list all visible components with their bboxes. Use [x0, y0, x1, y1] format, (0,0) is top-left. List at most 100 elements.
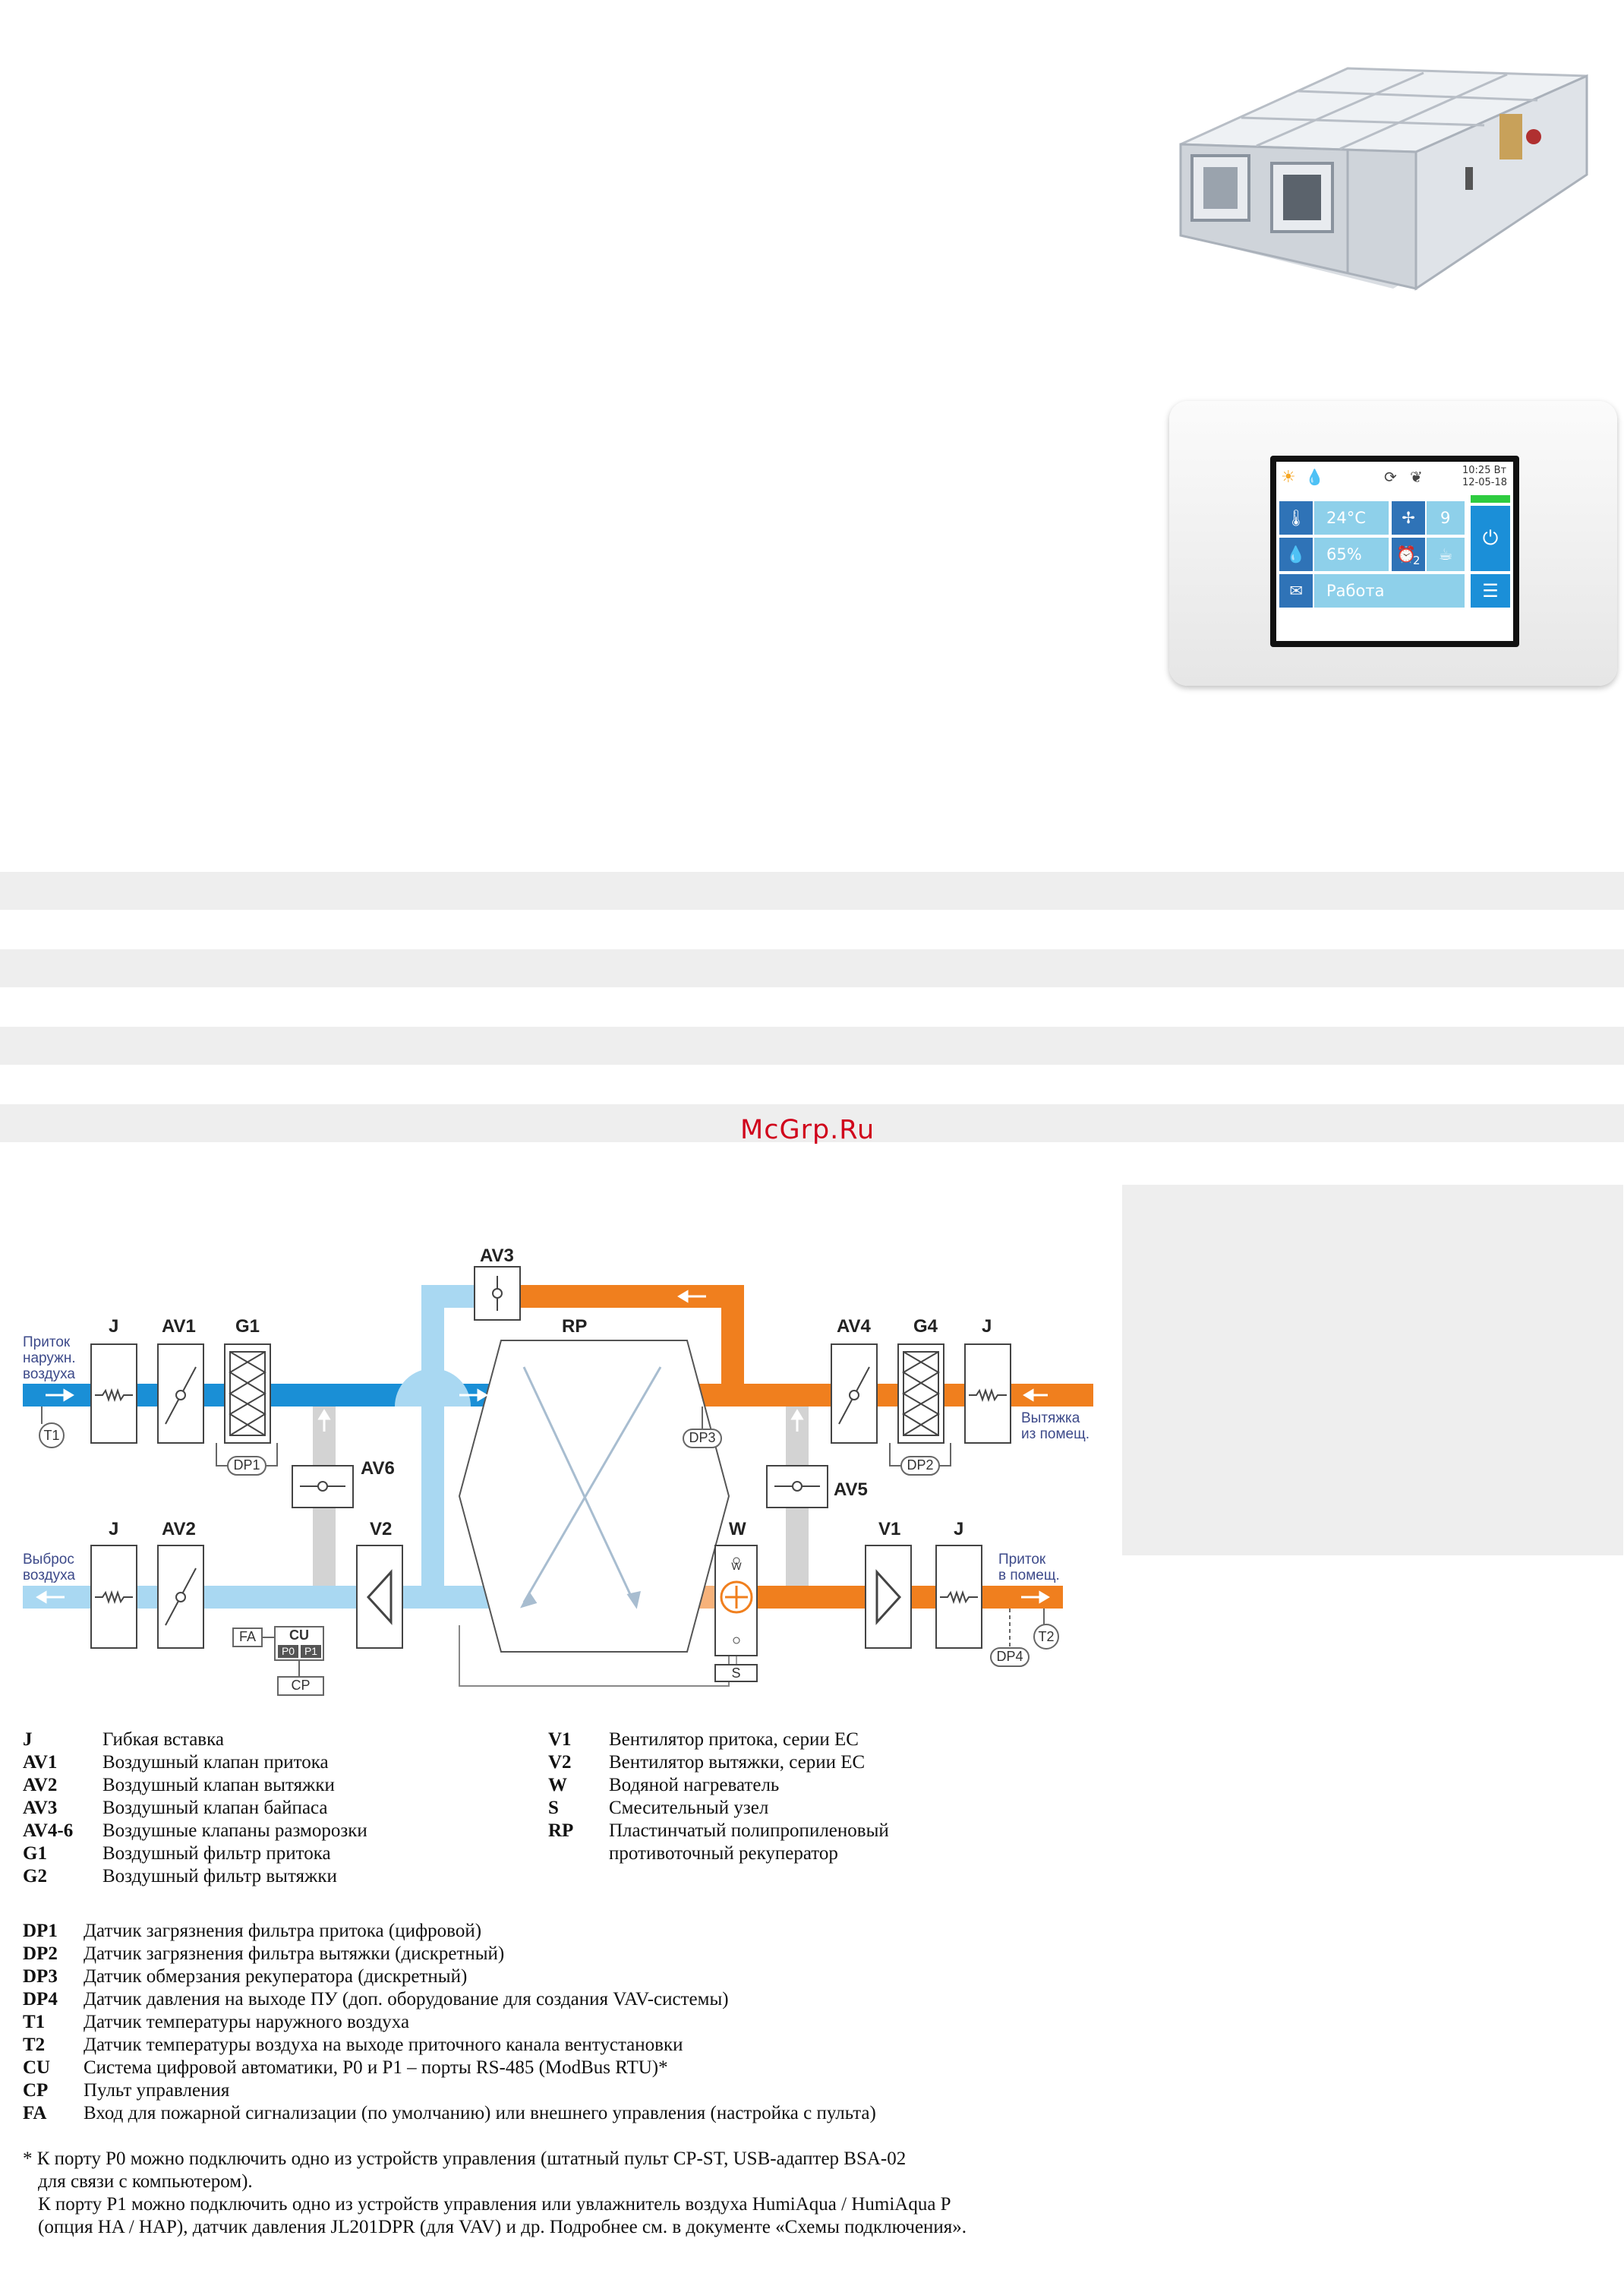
fan-speed-tile[interactable]: 9	[1427, 501, 1465, 535]
humidity-value: 65%	[1326, 545, 1362, 564]
tag-s: S	[731, 1665, 741, 1681]
mail-icon[interactable]: ✉	[1279, 574, 1313, 608]
temperature-icon[interactable]: 🌡	[1279, 501, 1313, 535]
sensor-dp2	[900, 1456, 940, 1476]
timer-index: 2	[1413, 554, 1421, 567]
footnote-line-2: для связи с компьютером).	[38, 2171, 253, 2192]
filter-g4	[897, 1343, 944, 1444]
fan-speed-value: 9	[1440, 509, 1451, 527]
footnote: * К порту P0 можно подключить одно из ус…	[23, 2148, 967, 2239]
flex-insert-j2	[964, 1343, 1011, 1444]
footnote-line-3: К порту P1 можно подключить одно из устр…	[38, 2194, 951, 2215]
tag-cu: CU	[289, 1628, 309, 1643]
ventilation-unit-image	[1179, 67, 1588, 291]
flow-discharge: Выброс воздуха	[23, 1552, 75, 1583]
tag-w-small: W	[731, 1560, 742, 1572]
sun-icon: ☀	[1281, 468, 1296, 487]
label-av2: AV2	[162, 1519, 196, 1539]
tag-p1: P1	[304, 1645, 318, 1657]
label-j-bottom-right: J	[954, 1519, 964, 1539]
label-av6: AV6	[361, 1458, 395, 1479]
clock-time: 10:25 Вт	[1462, 465, 1507, 476]
bypass-blue-vertical	[421, 1285, 444, 1609]
leaf-icon: ❦	[1410, 468, 1423, 486]
control-panel: ☀ 💧 ⟳ ❦ 10:25 Вт 12-05-18 🌡 24°C ✢ 9 ⏻ 💧…	[1169, 401, 1617, 686]
mixing-unit-s	[714, 1664, 758, 1682]
power-indicator	[1471, 495, 1510, 503]
stripe-band-3	[0, 1027, 1624, 1065]
stripe-band-4	[0, 1104, 1624, 1142]
flow-intake: Приток наружн. воздуха	[23, 1334, 76, 1382]
filter-g1	[224, 1343, 271, 1444]
ventilation-schematic	[23, 1266, 1093, 1696]
tag-fa: FA	[238, 1629, 256, 1644]
label-v1: V1	[878, 1519, 901, 1539]
humidity-icon: 💧	[1305, 468, 1324, 486]
tag-t1: T1	[43, 1428, 60, 1443]
side-panel	[1122, 1185, 1623, 1555]
flex-insert-j1	[90, 1343, 137, 1444]
menu-button[interactable]: ☰	[1471, 574, 1510, 608]
status-text: Работа	[1326, 582, 1385, 600]
label-v2: V2	[370, 1519, 393, 1539]
sensor-dp3	[683, 1429, 722, 1448]
label-av5: AV5	[834, 1479, 868, 1500]
fan-icon[interactable]: ✢	[1392, 501, 1425, 535]
temperature-tile[interactable]: 24°C	[1314, 501, 1389, 535]
tag-cp: CP	[291, 1678, 311, 1693]
sensor-t1	[39, 1422, 65, 1448]
stripe-band-1	[0, 872, 1624, 910]
humidity-tile-icon[interactable]: 💧	[1279, 538, 1313, 571]
tag-dp1: DP1	[233, 1457, 260, 1473]
label-j-bottom-left: J	[109, 1519, 119, 1539]
humidity-tile[interactable]: 65%	[1314, 538, 1389, 571]
label-av3: AV3	[480, 1246, 514, 1266]
alarm-clock-icon[interactable]: ⏰ 2	[1392, 538, 1425, 571]
bypass-orange-vertical	[721, 1285, 744, 1407]
tag-dp4: DP4	[996, 1649, 1023, 1664]
temperature-value: 24°C	[1326, 509, 1366, 527]
fan-v2	[356, 1545, 403, 1649]
controller-screen: ☀ 💧 ⟳ ❦ 10:25 Вт 12-05-18 🌡 24°C ✢ 9 ⏻ 💧…	[1270, 456, 1519, 647]
stripe-band-2	[0, 949, 1624, 987]
port-p0	[278, 1645, 298, 1658]
label-av4: AV4	[837, 1316, 871, 1337]
tag-dp2: DP2	[907, 1457, 934, 1473]
clock-date: 12-05-18	[1462, 477, 1508, 488]
flow-exhaust-in: Вытяжка из помещ.	[1021, 1410, 1089, 1442]
recuperator	[458, 1340, 730, 1653]
label-g4: G4	[913, 1316, 938, 1337]
status-tile[interactable]: Работа	[1314, 574, 1465, 608]
power-button[interactable]: ⏻	[1471, 506, 1510, 571]
sensor-dp1	[227, 1456, 266, 1476]
mode-coffee-icon[interactable]: ☕	[1427, 538, 1465, 571]
footnote-line-4: (опция HA / HAP), датчик давления JL201D…	[38, 2217, 967, 2237]
legend-row: противоточный рекуператор	[609, 1843, 838, 1864]
sensor-dp4	[990, 1647, 1030, 1667]
port-p1	[301, 1645, 321, 1658]
refresh-icon: ⟳	[1384, 468, 1397, 486]
sensor-t2	[1033, 1624, 1059, 1650]
label-j-top-right: J	[982, 1316, 992, 1337]
